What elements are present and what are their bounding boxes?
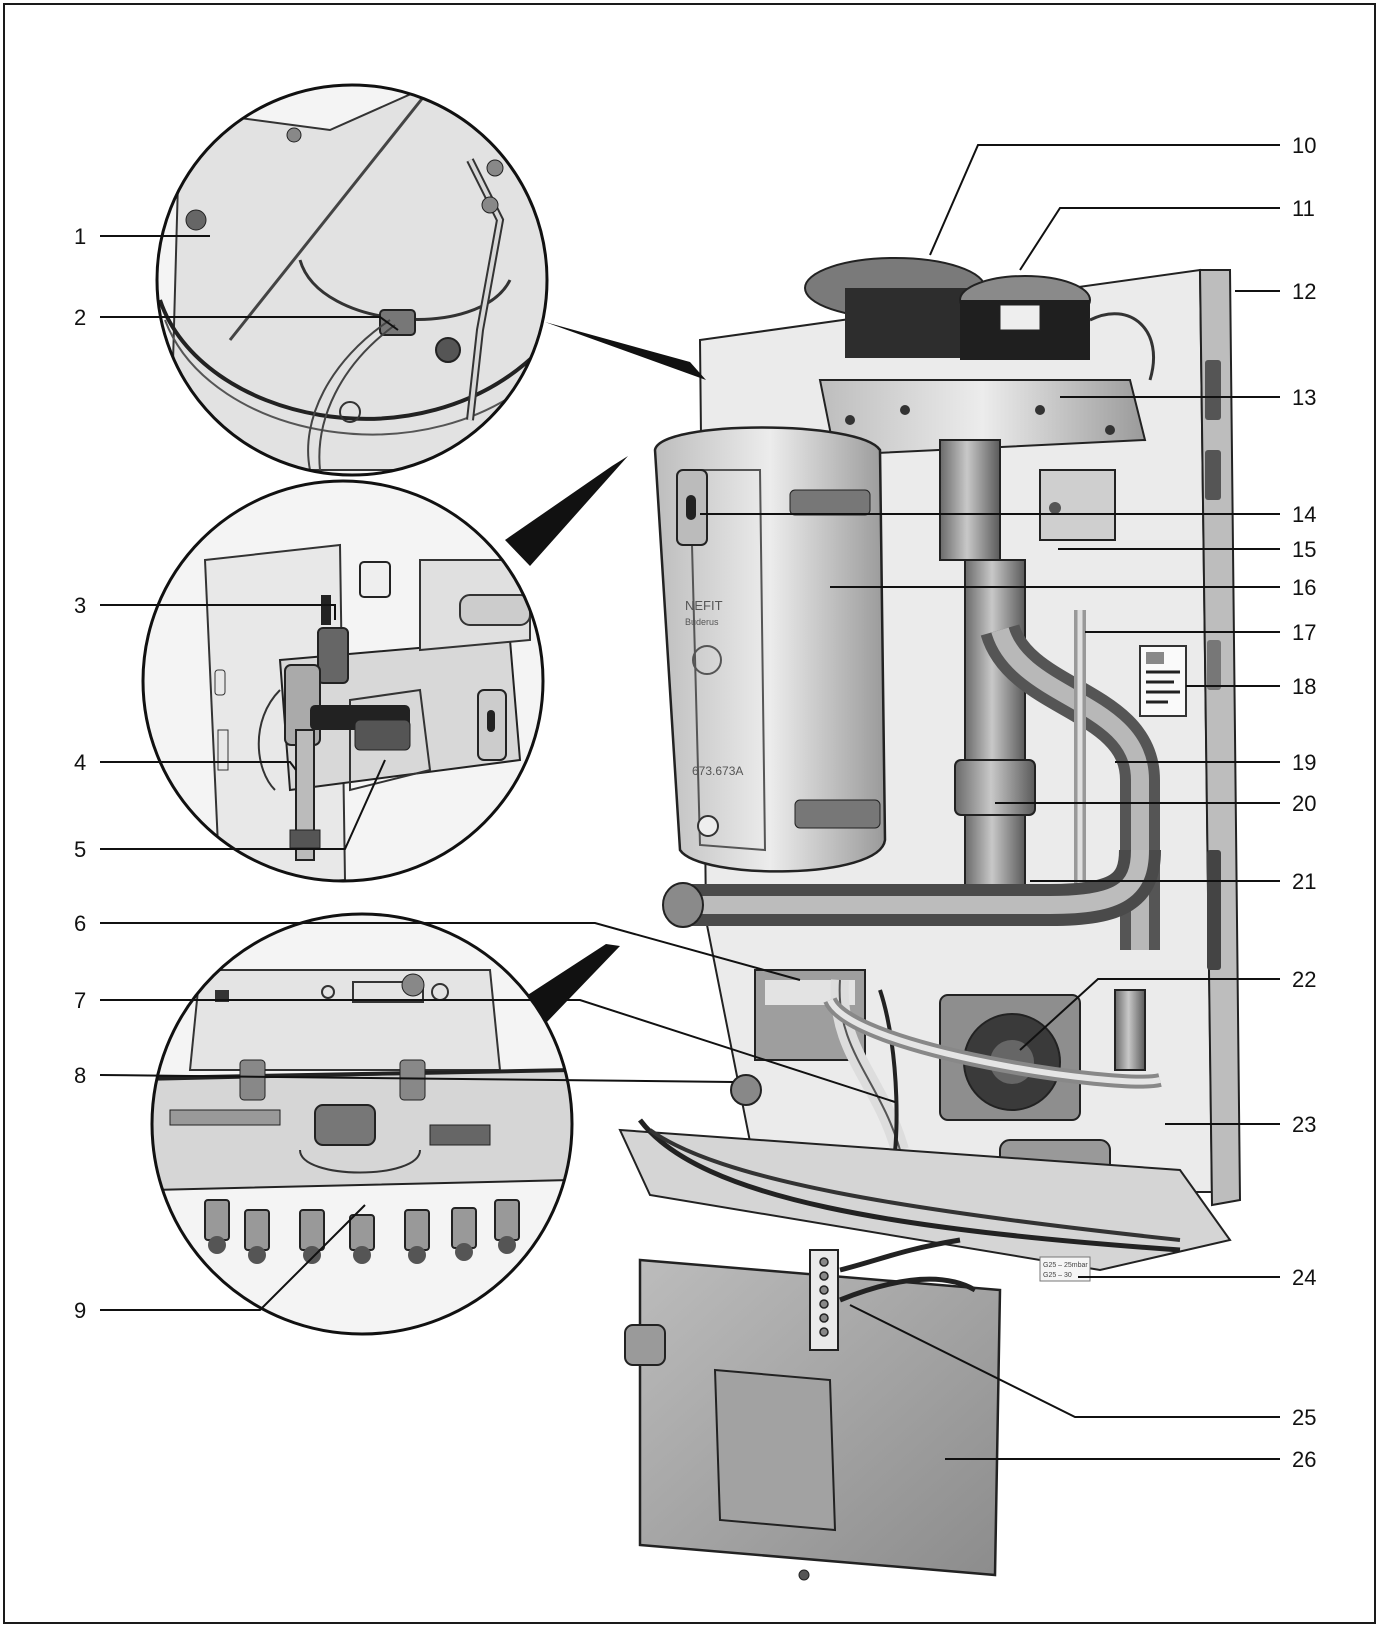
label-3: 3 bbox=[74, 593, 86, 618]
label-4: 4 bbox=[74, 750, 86, 775]
label-5: 5 bbox=[74, 837, 86, 862]
boiler-illustration: NEFIT Buderus 673.673A bbox=[618, 257, 1242, 1581]
detail-circle-connections bbox=[152, 914, 572, 1334]
label-13: 13 bbox=[1292, 385, 1316, 410]
callout-labels: 1 2 3 4 5 6 7 8 9 10 11 12 13 14 15 16 1… bbox=[74, 133, 1316, 1472]
callout-wedge-1 bbox=[545, 322, 706, 380]
label-15: 15 bbox=[1292, 537, 1316, 562]
sub-brand-text: Buderus bbox=[685, 617, 719, 627]
label-14: 14 bbox=[1292, 502, 1316, 527]
serial-text: 673.673A bbox=[692, 764, 743, 778]
label-20: 20 bbox=[1292, 791, 1316, 816]
callout-wedge-3 bbox=[520, 944, 620, 1024]
label-25: 25 bbox=[1292, 1405, 1316, 1430]
diagram-frame bbox=[3, 3, 1376, 1624]
label-7: 7 bbox=[74, 988, 86, 1013]
label-26: 26 bbox=[1292, 1447, 1316, 1472]
detail-circle-hydroblock bbox=[143, 481, 543, 881]
gas-label-2: G25 – 30 bbox=[1043, 1272, 1072, 1279]
label-23: 23 bbox=[1292, 1112, 1316, 1137]
label-17: 17 bbox=[1292, 620, 1316, 645]
callout-wedge-2 bbox=[505, 456, 628, 566]
gas-label-1: G25 – 25mbar bbox=[1043, 1262, 1088, 1269]
label-21: 21 bbox=[1292, 869, 1316, 894]
label-6: 6 bbox=[74, 911, 86, 936]
label-9: 9 bbox=[74, 1298, 86, 1323]
label-12: 12 bbox=[1292, 279, 1316, 304]
label-2: 2 bbox=[74, 305, 86, 330]
leader-lines bbox=[99, 144, 1280, 1460]
label-18: 18 bbox=[1292, 674, 1316, 699]
label-10: 10 bbox=[1292, 133, 1316, 158]
label-16: 16 bbox=[1292, 575, 1316, 600]
detail-circle-burner bbox=[157, 85, 547, 475]
label-8: 8 bbox=[74, 1063, 86, 1088]
label-19: 19 bbox=[1292, 750, 1316, 775]
label-11: 11 bbox=[1292, 196, 1315, 221]
brand-text: NEFIT bbox=[685, 598, 723, 613]
label-24: 24 bbox=[1292, 1265, 1316, 1290]
label-1: 1 bbox=[74, 224, 86, 249]
label-22: 22 bbox=[1292, 967, 1316, 992]
